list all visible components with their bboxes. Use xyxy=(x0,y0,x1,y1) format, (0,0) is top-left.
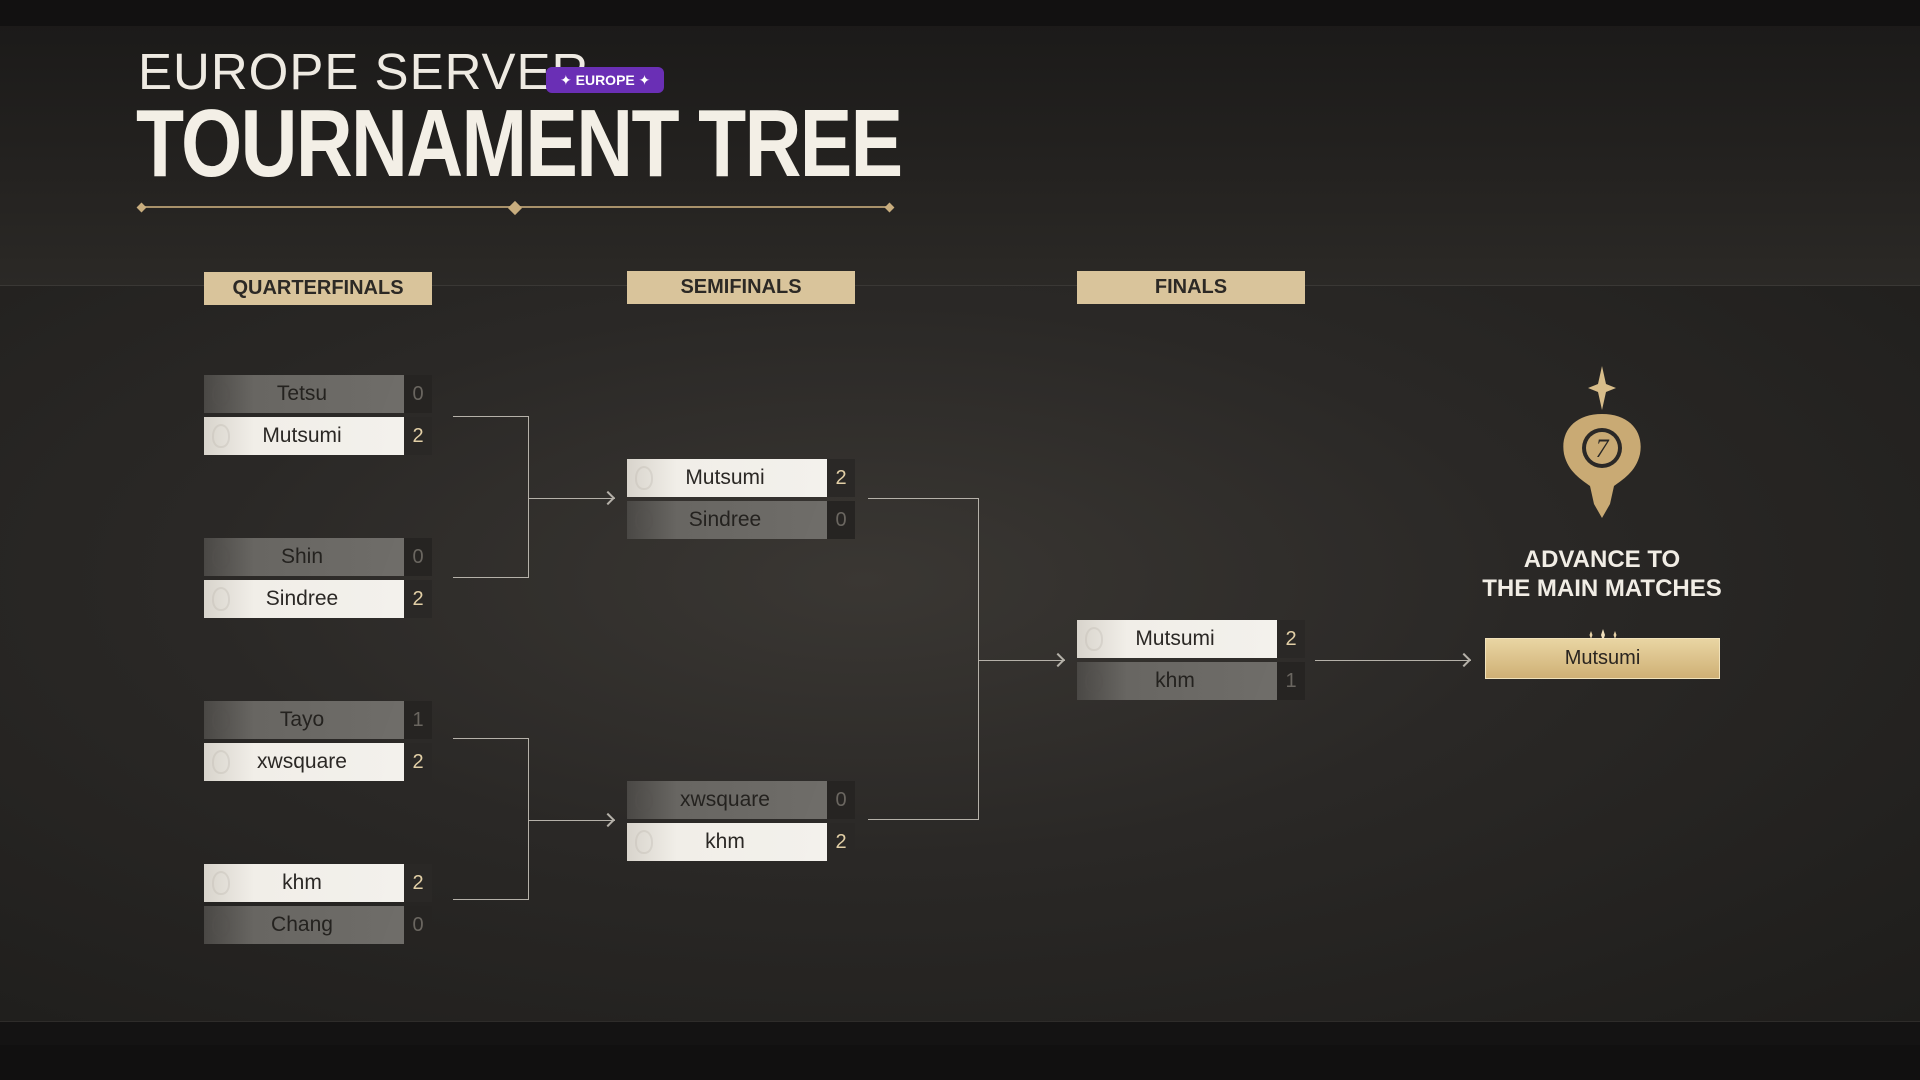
player-score: 2 xyxy=(404,580,432,618)
player-crest-icon xyxy=(1085,627,1103,651)
player-crest-icon xyxy=(212,545,230,569)
player-crest-icon xyxy=(635,508,653,532)
server-subtitle: EUROPE SERVER xyxy=(138,43,590,100)
player-crest-icon xyxy=(212,750,230,774)
player-name: Mutsumi xyxy=(262,424,342,447)
player-score: 2 xyxy=(404,743,432,781)
semifinal-2-player-2[interactable]: khm 2 xyxy=(627,823,855,861)
player-name: khm xyxy=(1155,669,1195,692)
player-crest-icon xyxy=(212,913,230,937)
semifinal-1-player-1[interactable]: Mutsumi 2 xyxy=(627,459,855,497)
player-name: Mutsumi xyxy=(1135,627,1215,650)
top-strip xyxy=(0,0,1920,26)
player-crest-icon xyxy=(212,871,230,895)
player-crest-icon xyxy=(212,424,230,448)
quarterfinal-2-player-1[interactable]: Shin 0 xyxy=(204,538,432,576)
advance-heading: ADVANCE TO THE MAIN MATCHES xyxy=(1452,545,1752,603)
connector-to-sf2 xyxy=(529,820,615,821)
advance-heading-line-1: ADVANCE TO xyxy=(1523,546,1681,573)
final-player-1[interactable]: Mutsumi 2 xyxy=(1077,620,1305,658)
svg-text:7: 7 xyxy=(1596,434,1610,463)
player-score: 2 xyxy=(404,864,432,902)
winner-box[interactable]: Mutsumi xyxy=(1485,638,1720,679)
player-score: 2 xyxy=(1277,620,1305,658)
quarterfinal-4-player-1[interactable]: khm 2 xyxy=(204,864,432,902)
player-name: xwsquare xyxy=(257,750,347,773)
player-score: 1 xyxy=(404,701,432,739)
player-name: Chang xyxy=(271,913,333,936)
connector-sf1-sf2 xyxy=(868,498,979,820)
player-crest-icon xyxy=(212,708,230,732)
connector-qf3-qf4 xyxy=(453,738,529,900)
player-crest-icon xyxy=(212,382,230,406)
connector-to-sf1 xyxy=(529,498,615,499)
trophy-emblem-icon: 7 xyxy=(1563,366,1641,518)
player-name: Shin xyxy=(280,545,324,568)
player-score: 0 xyxy=(827,781,855,819)
player-name: khm xyxy=(282,871,322,894)
final-player-2[interactable]: khm 1 xyxy=(1077,662,1305,700)
player-score: 2 xyxy=(827,823,855,861)
page-title: TOURNAMENT TREE xyxy=(136,90,903,197)
player-name: Tetsu xyxy=(276,382,328,405)
player-score: 0 xyxy=(404,538,432,576)
player-name: Mutsumi xyxy=(685,466,765,489)
region-badge: ✦ EUROPE ✦ xyxy=(546,67,665,93)
round-label-semifinals: SEMIFINALS xyxy=(627,271,855,304)
round-label-finals: FINALS xyxy=(1077,271,1305,304)
connector-to-winner xyxy=(1315,660,1471,661)
player-score: 0 xyxy=(404,906,432,944)
header-background xyxy=(0,0,1920,285)
player-name: Sindree xyxy=(688,508,762,531)
round-label-quarterfinals: QUARTERFINALS xyxy=(204,272,432,305)
quarterfinal-1-player-1[interactable]: Tetsu 0 xyxy=(204,375,432,413)
player-score: 2 xyxy=(404,417,432,455)
quarterfinal-3-player-1[interactable]: Tayo 1 xyxy=(204,701,432,739)
advance-heading-line-2: THE MAIN MATCHES xyxy=(1482,575,1722,602)
quarterfinal-1-player-2[interactable]: Mutsumi 2 xyxy=(204,417,432,455)
player-crest-icon xyxy=(635,830,653,854)
quarterfinal-3-player-2[interactable]: xwsquare 2 xyxy=(204,743,432,781)
quarterfinal-2-player-2[interactable]: Sindree 2 xyxy=(204,580,432,618)
player-crest-icon xyxy=(212,587,230,611)
player-name: khm xyxy=(705,830,745,853)
player-crest-icon xyxy=(635,466,653,490)
player-crest-icon xyxy=(635,788,653,812)
bottom-strip xyxy=(0,1045,1920,1080)
player-score: 1 xyxy=(1277,662,1305,700)
player-score: 0 xyxy=(404,375,432,413)
player-name: xwsquare xyxy=(680,788,770,811)
player-score: 0 xyxy=(827,501,855,539)
connector-qf1-qf2 xyxy=(453,416,529,578)
quarterfinal-4-player-2[interactable]: Chang 0 xyxy=(204,906,432,944)
connector-to-final xyxy=(979,660,1065,661)
player-score: 2 xyxy=(827,459,855,497)
semifinal-1-player-2[interactable]: Sindree 0 xyxy=(627,501,855,539)
player-name: Tayo xyxy=(279,708,325,731)
player-name: Sindree xyxy=(265,587,339,610)
semifinal-2-player-1[interactable]: xwsquare 0 xyxy=(627,781,855,819)
player-crest-icon xyxy=(1085,669,1103,693)
